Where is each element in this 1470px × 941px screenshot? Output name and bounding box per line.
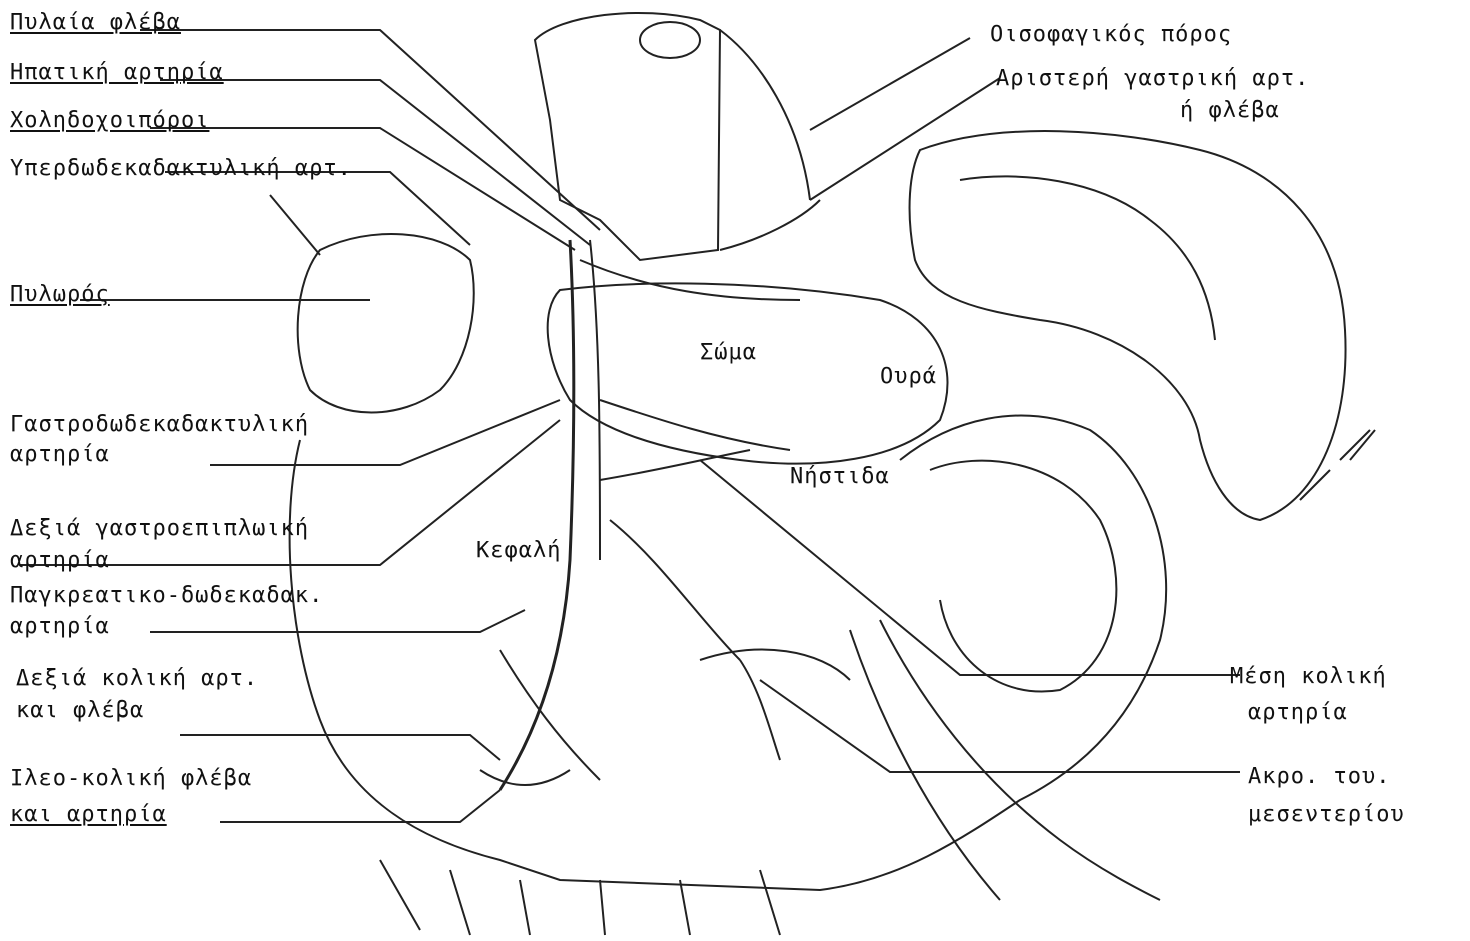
leader-aristeri-gastriki xyxy=(810,78,1000,200)
leader-akro xyxy=(760,680,1240,772)
label-aristeri-gastriki: Αριστερή γαστρική αρτ. xyxy=(996,68,1309,90)
esophagus-opening xyxy=(640,22,700,58)
label-pyloros: Πυλωρός xyxy=(10,284,110,306)
label-ipatiki-artiria: Ηπατική αρτηρία xyxy=(10,62,224,84)
small-intestine-outline xyxy=(930,461,1116,692)
label-yperdodekadaktyliki-art: Υπερδωδεκαδακτυλική αρτ. xyxy=(10,158,352,180)
label-dexia-koliki-line2: και φλέβα xyxy=(16,700,144,722)
label-oisofagikos-poros: Οισοφαγικός πόρος xyxy=(990,24,1232,46)
mesentery-folds xyxy=(380,860,780,935)
label-ileo-koliki: Ιλεο-κολική φλέβα xyxy=(10,768,252,790)
leader-oisofagikos xyxy=(810,38,970,130)
label-pagkreatiko-dodekadaktyliki: Παγκρεατικο-δωδεκαδακ. xyxy=(10,585,323,607)
label-gastrododekadaktyliki-line2: αρτηρία xyxy=(10,444,110,466)
label-mesi-koliki-line2: αρτηρία xyxy=(1248,702,1348,724)
leader-cholidochoi xyxy=(150,128,575,250)
label-akro-mesenteriou-line2: μεσεντερίου xyxy=(1248,804,1405,826)
leader-pointer-diagonal xyxy=(270,195,320,255)
label-aristeri-gastriki-line2: ή φλέβα xyxy=(1180,100,1280,122)
label-cholidochoi-poroi: Χοληδοχοιπόροι xyxy=(10,110,209,132)
label-dexia-koliki: Δεξιά κολική αρτ. xyxy=(16,668,258,690)
leader-pagkreatiko xyxy=(150,610,525,632)
leader-dexia-koliki xyxy=(180,735,500,760)
label-pylaia-flevs: Πυλαία φλέβα xyxy=(10,12,181,34)
leader-yperdodeka xyxy=(165,172,470,245)
label-pagkreatiko-dodekadaktyliki-line2: αρτηρία xyxy=(10,616,110,638)
label-nistida: Νήστιδα xyxy=(790,466,890,488)
label-dexia-gastroepiploiki-line2: αρτηρία xyxy=(10,550,110,572)
leader-ileo-koliki xyxy=(220,790,500,822)
label-ileo-koliki-line2: και αρτηρία xyxy=(10,804,167,826)
label-mesi-koliki: Μέση κολική xyxy=(1230,666,1387,688)
label-kefali: Κεφαλή xyxy=(476,540,561,562)
label-akro-mesenteriou: Ακρο. του. xyxy=(1248,766,1390,788)
label-dexia-gastroepiploiki: Δεξιά γαστροεπιπλωική xyxy=(10,518,309,540)
label-gastrododekadaktyliki: Γαστροδωδεκαδακτυλική xyxy=(10,414,309,436)
duodenum-outline xyxy=(298,234,474,413)
label-oura: Ουρά xyxy=(880,366,937,388)
label-soma: Σώμα xyxy=(700,342,757,364)
stomach-inner-curve xyxy=(960,176,1215,340)
